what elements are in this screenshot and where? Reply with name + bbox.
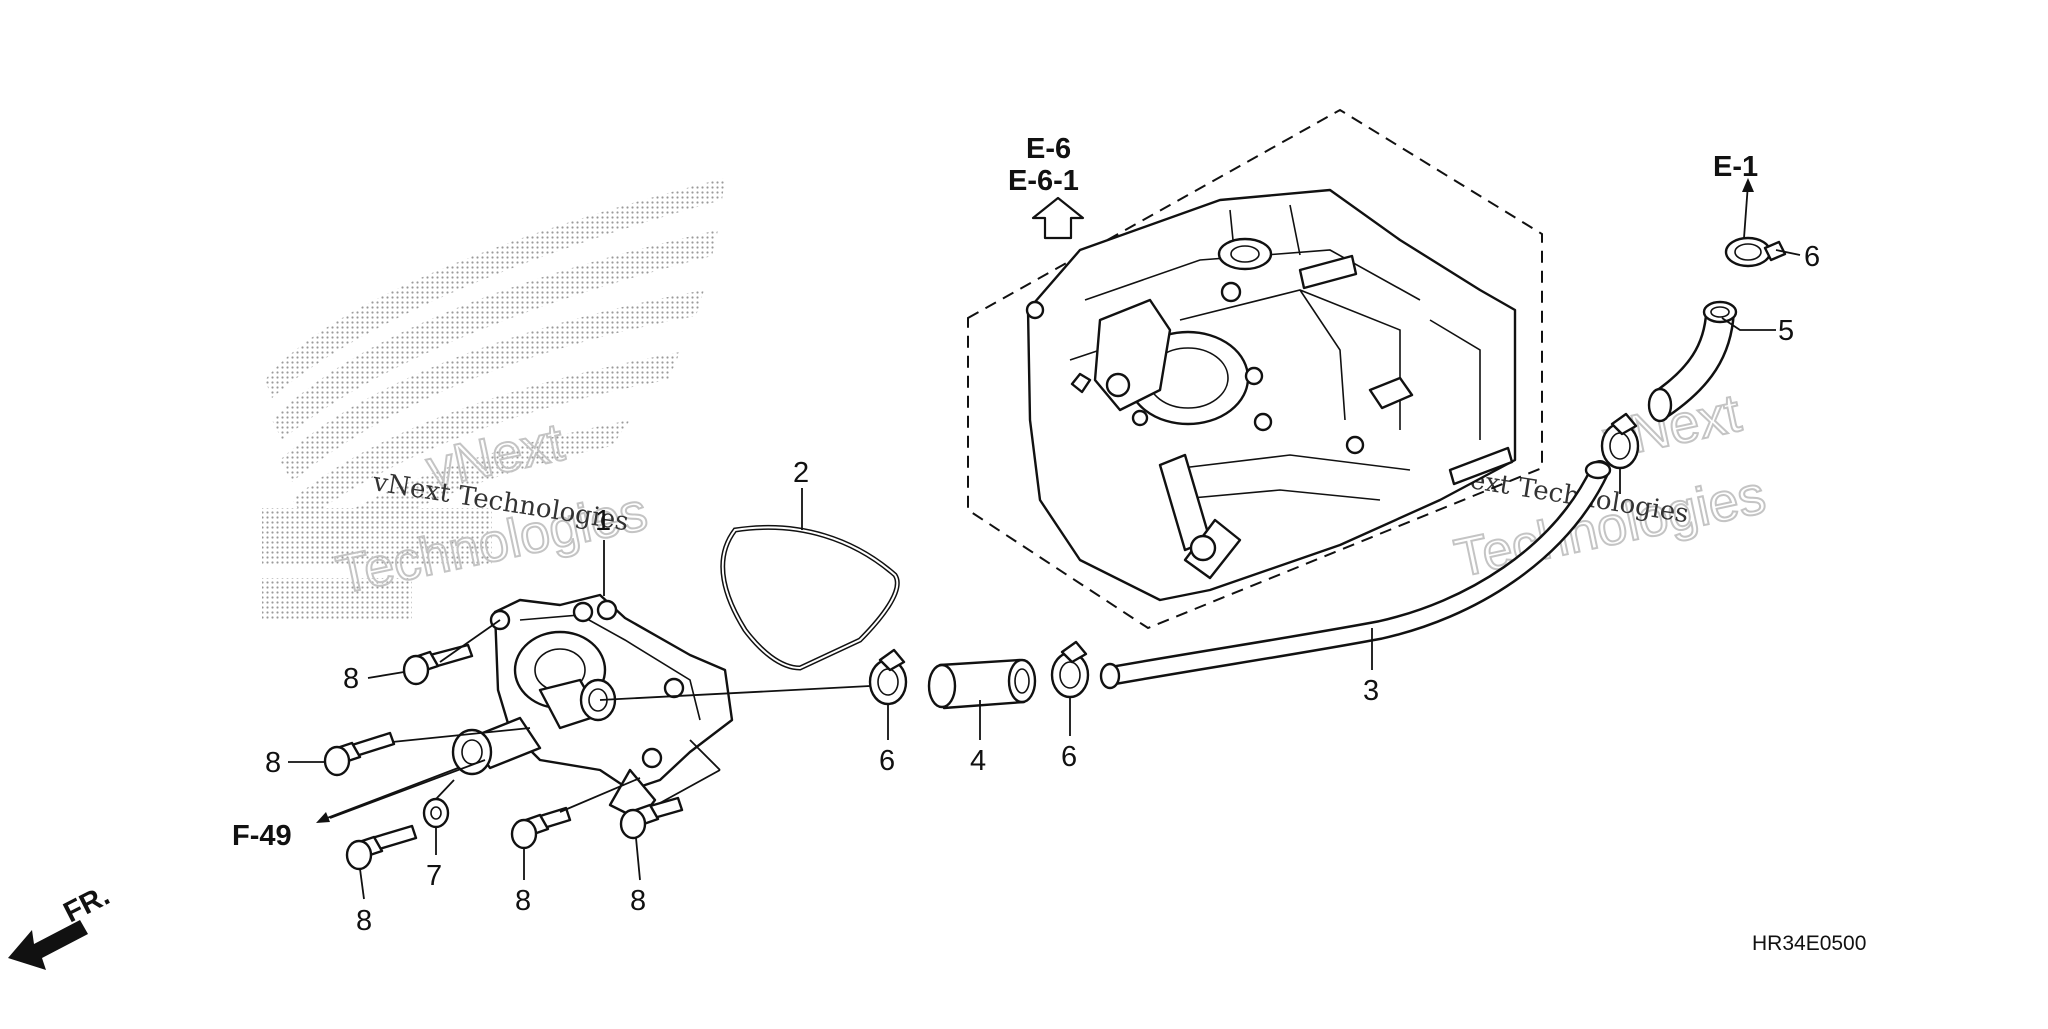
reference-engine-lower: E-6-1 — [1008, 165, 1079, 197]
sealing-washer — [422, 797, 450, 829]
water-pump-cover — [451, 593, 734, 822]
flange-bolt-e — [619, 796, 684, 840]
short-hose — [927, 658, 1037, 710]
up-arrow-icon — [1031, 196, 1085, 240]
callout-pump-body: 1 — [595, 505, 611, 537]
callout-clamp: 6 — [879, 745, 895, 777]
engine-case-boundary — [967, 108, 1543, 630]
callout-gasket: 2 — [793, 457, 809, 489]
front-direction-arrow: FR. — [8, 880, 115, 970]
hose-clamp-b — [1050, 640, 1090, 699]
callout-washer: 7 — [426, 860, 442, 892]
callout-clamp: 6 — [1804, 241, 1820, 273]
callout-bolt: 8 — [265, 747, 281, 779]
hose-clamp-a — [868, 648, 908, 706]
engine-crankcase — [1025, 188, 1517, 602]
callout-bent-hose: 5 — [1778, 315, 1794, 347]
reference-engine-upper: E-6 — [1026, 133, 1071, 165]
wing-logo — [262, 178, 725, 620]
hose-clamp-top — [1724, 236, 1787, 268]
reference-hose-destination: E-1 — [1713, 151, 1758, 183]
front-marker-label: FR. — [59, 880, 115, 930]
flange-bolt-a — [402, 643, 474, 686]
hose-clamp-c — [1600, 412, 1640, 470]
flange-bolt-d — [510, 806, 572, 850]
callout-bolt: 8 — [630, 885, 646, 917]
callout-bolt: 8 — [356, 905, 372, 937]
drawing-code: HR34E0500 — [1752, 932, 1866, 955]
long-coolant-pipe — [1099, 460, 1612, 690]
flange-bolt-c — [345, 824, 418, 871]
bent-coolant-hose — [1647, 300, 1738, 423]
callout-bolt: 8 — [515, 885, 531, 917]
callout-bolt: 8 — [343, 663, 359, 695]
callout-short-hose: 4 — [970, 745, 986, 777]
callout-clamp: 6 — [1061, 741, 1077, 773]
reference-pump-destination: F-49 — [232, 820, 292, 852]
pump-gasket — [720, 525, 900, 671]
callout-long-pipe: 3 — [1363, 675, 1379, 707]
leader-lines — [288, 178, 1801, 900]
flange-bolt-b — [323, 731, 396, 777]
